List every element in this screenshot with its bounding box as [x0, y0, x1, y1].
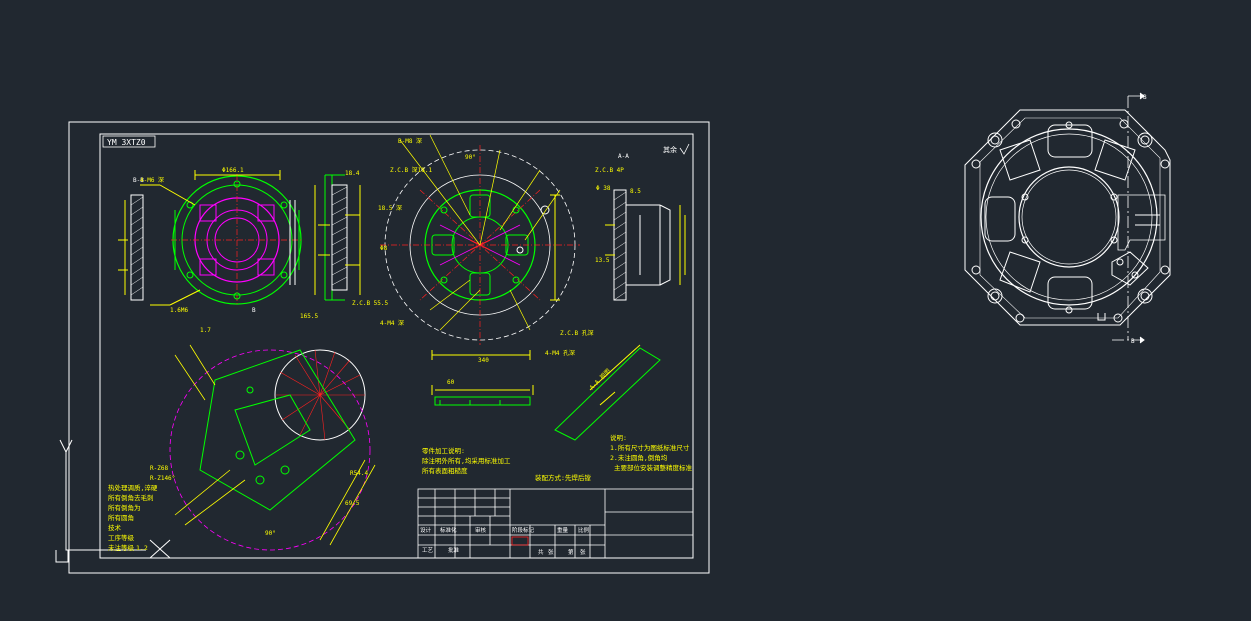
svg-text:批准: 批准 — [448, 546, 460, 554]
svg-text:Φ 38: Φ 38 — [596, 185, 611, 192]
svg-text:A-A: A-A — [618, 153, 629, 160]
svg-text:标准化: 标准化 — [440, 526, 457, 534]
svg-text:张: 张 — [548, 548, 554, 556]
svg-text:165.5: 165.5 — [300, 313, 318, 320]
section-line-b — [1112, 95, 1140, 341]
tech-notes-right: 说明: 1.所有尺寸为图纸标准尺寸 2.未注圆角,倒角均 主要部位安装调整精度标… — [610, 433, 693, 472]
detail-view-rotated-bar[interactable]: A-A 视图 — [554, 344, 661, 441]
detail-view-bar[interactable]: 60 — [431, 379, 534, 406]
svg-text:所有表面粗糙度: 所有表面粗糙度 — [422, 466, 468, 475]
svg-text:4-M6 深: 4-M6 深 — [140, 176, 164, 184]
svg-text:共: 共 — [538, 548, 544, 556]
svg-text:R54.4: R54.4 — [350, 470, 368, 477]
svg-text:比例: 比例 — [578, 526, 590, 534]
section-view-right[interactable]: A-A Φ 38 8.5 13.5 — [595, 153, 686, 301]
svg-text:2.未注圆角,倒角均: 2.未注圆角,倒角均 — [610, 453, 668, 462]
svg-text:1.7: 1.7 — [200, 327, 211, 334]
svg-text:热处理调质,淬硬: 热处理调质,淬硬 — [108, 483, 158, 492]
svg-text:Z.C.B 4P: Z.C.B 4P — [595, 167, 624, 174]
svg-text:工艺: 工艺 — [422, 547, 434, 554]
svg-text:B: B — [1131, 338, 1135, 345]
svg-text:18.5 深: 18.5 深 — [378, 204, 402, 212]
svg-text:90°: 90° — [265, 530, 276, 537]
svg-text:说明:: 说明: — [610, 433, 627, 442]
svg-text:所有圆角: 所有圆角 — [108, 513, 134, 522]
rotated-flange-view[interactable]: 1.7 R-Z146° R-Z68 90° 69.5 R54.4 — [150, 327, 376, 551]
svg-text:13.5: 13.5 — [595, 257, 610, 264]
svg-text:Z.C.B 深18.1: Z.C.B 深18.1 — [390, 166, 433, 174]
svg-text:69.5: 69.5 — [345, 500, 360, 507]
stamp-box — [102, 135, 156, 148]
svg-text:主要部位安装调整精度标准: 主要部位安装调整精度标准 — [614, 463, 693, 472]
octagon-outline — [964, 109, 1171, 326]
svg-text:审核: 审核 — [475, 526, 487, 534]
flange-part-model[interactable]: B B — [964, 92, 1171, 345]
svg-text:装配方式:先焊后镗: 装配方式:先焊后镗 — [535, 473, 591, 482]
svg-text:1.6M6: 1.6M6 — [170, 307, 188, 314]
svg-text:Φ8: Φ8 — [380, 245, 388, 252]
svg-text:阶段标记: 阶段标记 — [512, 526, 535, 534]
svg-text:4-M4 孔深: 4-M4 孔深 — [545, 349, 575, 357]
flange-top-view[interactable]: 340 B-M8 深 Z.C.B 深18.1 18.5 深 Φ8 Z.C.B 孔… — [378, 134, 624, 364]
svg-text:B-B: B-B — [133, 177, 144, 184]
section-view-left[interactable]: B-B — [118, 177, 144, 301]
svg-text:4-M4 深: 4-M4 深 — [380, 319, 404, 327]
svg-text:张: 张 — [580, 548, 586, 556]
flange-front-view[interactable]: Φ166.1 4-M6 深 1.6M6 B — [140, 167, 303, 314]
svg-text:B: B — [1143, 94, 1147, 101]
svg-text:未注等级: 未注等级 — [108, 543, 135, 552]
drawing-sheet[interactable]: YM 3XTZ0 其余 — [68, 121, 710, 574]
corner-roughness-note: 其余 — [663, 145, 677, 154]
svg-text:B-M8 深: B-M8 深 — [398, 137, 422, 145]
svg-text:所有倒角去毛刺: 所有倒角去毛刺 — [108, 493, 154, 502]
side-section-view[interactable]: 18.4 165.5 Z.C.B 55.5 — [300, 170, 389, 320]
svg-text:18.4: 18.4 — [345, 170, 360, 177]
svg-text:R-Z146°: R-Z146° — [150, 475, 175, 482]
svg-text:340: 340 — [478, 357, 489, 364]
svg-text:技术: 技术 — [108, 523, 122, 532]
svg-text:1.所有尺寸为图纸标准尺寸: 1.所有尺寸为图纸标准尺寸 — [610, 443, 690, 452]
sheet-inner-border — [99, 133, 694, 559]
svg-text:零件加工说明:: 零件加工说明: — [422, 446, 465, 455]
svg-text:Z.C.B 孔深: Z.C.B 孔深 — [560, 329, 594, 337]
sheet-outer-border — [68, 121, 710, 574]
svg-text:Φ166.1: Φ166.1 — [222, 167, 244, 174]
svg-text:8.5: 8.5 — [630, 188, 641, 195]
svg-text:重量: 重量 — [557, 526, 569, 534]
svg-text:第: 第 — [568, 548, 574, 556]
svg-text:60: 60 — [447, 379, 455, 386]
svg-text:除注明外所有,均采用标准加工: 除注明外所有,均采用标准加工 — [422, 456, 511, 465]
svg-text:A-A 视图: A-A 视图 — [588, 367, 612, 391]
title-block[interactable] — [417, 488, 694, 559]
tech-notes-center: 零件加工说明: 除注明外所有,均采用标准加工 所有表面粗糙度 装配方式:先焊后镗 — [422, 446, 591, 482]
svg-text:R-Z68: R-Z68 — [150, 465, 168, 472]
roughness-symbol — [679, 143, 690, 155]
ucs-icon — [55, 439, 171, 563]
title-block-text: 设计 标准化 审核 阶段标记 重量 比例 工艺 批准 共 张 第 张 — [420, 526, 590, 556]
svg-text:Z.C.B 55.5: Z.C.B 55.5 — [352, 300, 389, 307]
svg-text:设计: 设计 — [420, 526, 432, 534]
tech-notes-left: 热处理调质,淬硬 所有倒角去毛刺 所有倒角为 所有圆角 技术 工序等级 未注等级… — [108, 483, 158, 552]
svg-text:工序等级: 工序等级 — [108, 533, 135, 542]
svg-text:所有倒角为: 所有倒角为 — [108, 503, 141, 512]
svg-text:B: B — [252, 307, 256, 314]
title-block-highlight — [511, 536, 529, 546]
svg-text:90°: 90° — [465, 154, 476, 161]
stamp-label: YM 3XTZ0 — [107, 138, 146, 147]
svg-text:1.2: 1.2 — [136, 544, 148, 552]
